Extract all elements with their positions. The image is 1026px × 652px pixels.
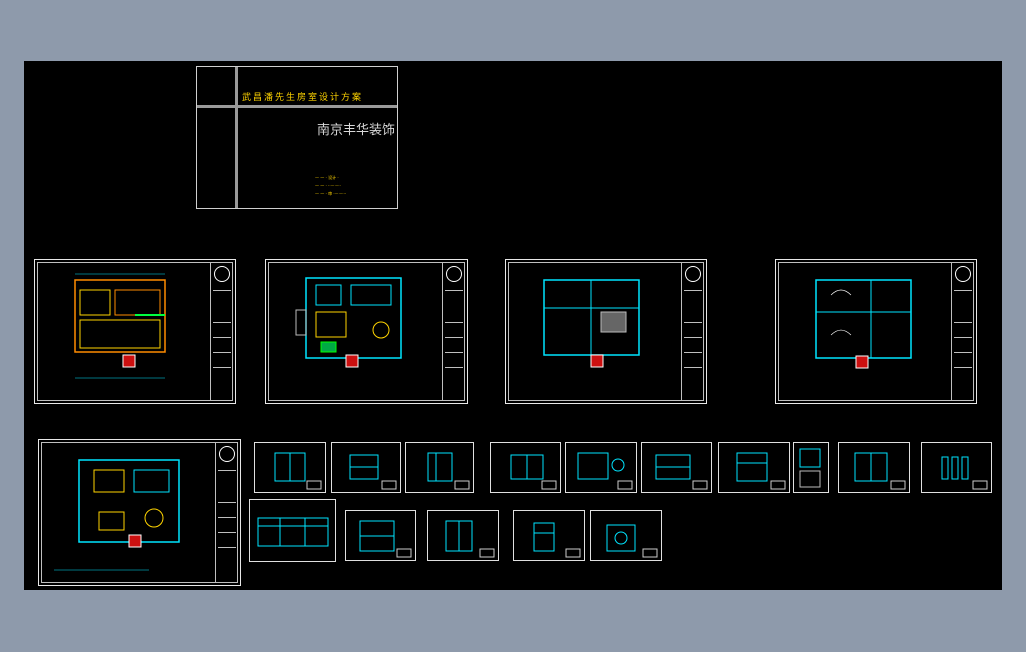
company-logo-icon [214, 266, 230, 282]
title-block [215, 442, 238, 583]
title-block [951, 262, 974, 401]
detail-sheet[interactable] [641, 442, 712, 493]
cover-divider-vertical [235, 67, 238, 208]
company-logo-icon [219, 446, 235, 462]
floor-plan-sheet[interactable] [38, 439, 241, 586]
detail-sheet[interactable] [793, 442, 829, 493]
floor-plan-sheet[interactable] [505, 259, 707, 404]
cover-sheet[interactable]: 武昌潘先生房室设计方案 南京丰华装饰 — 一 · 设计 · — 一 · ····… [196, 66, 398, 209]
detail-sheet[interactable] [249, 499, 336, 562]
title-block [210, 262, 233, 401]
floor-plan-drawing [543, 279, 640, 368]
detail-sheet[interactable] [590, 510, 662, 561]
floor-plan-sheet[interactable] [775, 259, 977, 404]
detail-sheet[interactable] [565, 442, 637, 493]
detail-sheet[interactable] [331, 442, 401, 493]
cad-drawing-canvas[interactable]: 武昌潘先生房室设计方案 南京丰华装饰 — 一 · 设计 · — 一 · ····… [24, 61, 1002, 590]
company-logo-icon [955, 266, 971, 282]
detail-sheet[interactable] [254, 442, 326, 493]
detail-sheet[interactable] [921, 442, 992, 493]
project-title: 武昌潘先生房室设计方案 [242, 93, 364, 103]
floor-plan-drawing [295, 277, 402, 368]
floor-plan-drawing [74, 273, 166, 379]
cover-meta-line: — 一 · ·········· [315, 183, 341, 188]
detail-sheet[interactable] [345, 510, 416, 561]
company-logo-icon [685, 266, 701, 282]
detail-sheet[interactable] [427, 510, 499, 561]
detail-sheet[interactable] [838, 442, 910, 493]
floor-plan-drawing [815, 279, 912, 369]
company-name: 南京丰华装饰 [316, 123, 395, 138]
company-logo-icon [446, 266, 462, 282]
floor-plan-sheet[interactable] [34, 259, 236, 404]
cover-meta-line: — 一 · 设计 · [315, 175, 339, 180]
cover-meta-line: — 一 · 审 ·········· [315, 191, 347, 196]
cover-divider-horizontal [197, 105, 397, 108]
detail-sheet[interactable] [718, 442, 790, 493]
floor-plan-drawing [54, 459, 180, 571]
title-block [442, 262, 465, 401]
detail-sheet[interactable] [405, 442, 474, 493]
detail-sheet[interactable] [513, 510, 585, 561]
floor-plan-sheet[interactable] [265, 259, 468, 404]
title-block [681, 262, 704, 401]
detail-sheet[interactable] [490, 442, 561, 493]
